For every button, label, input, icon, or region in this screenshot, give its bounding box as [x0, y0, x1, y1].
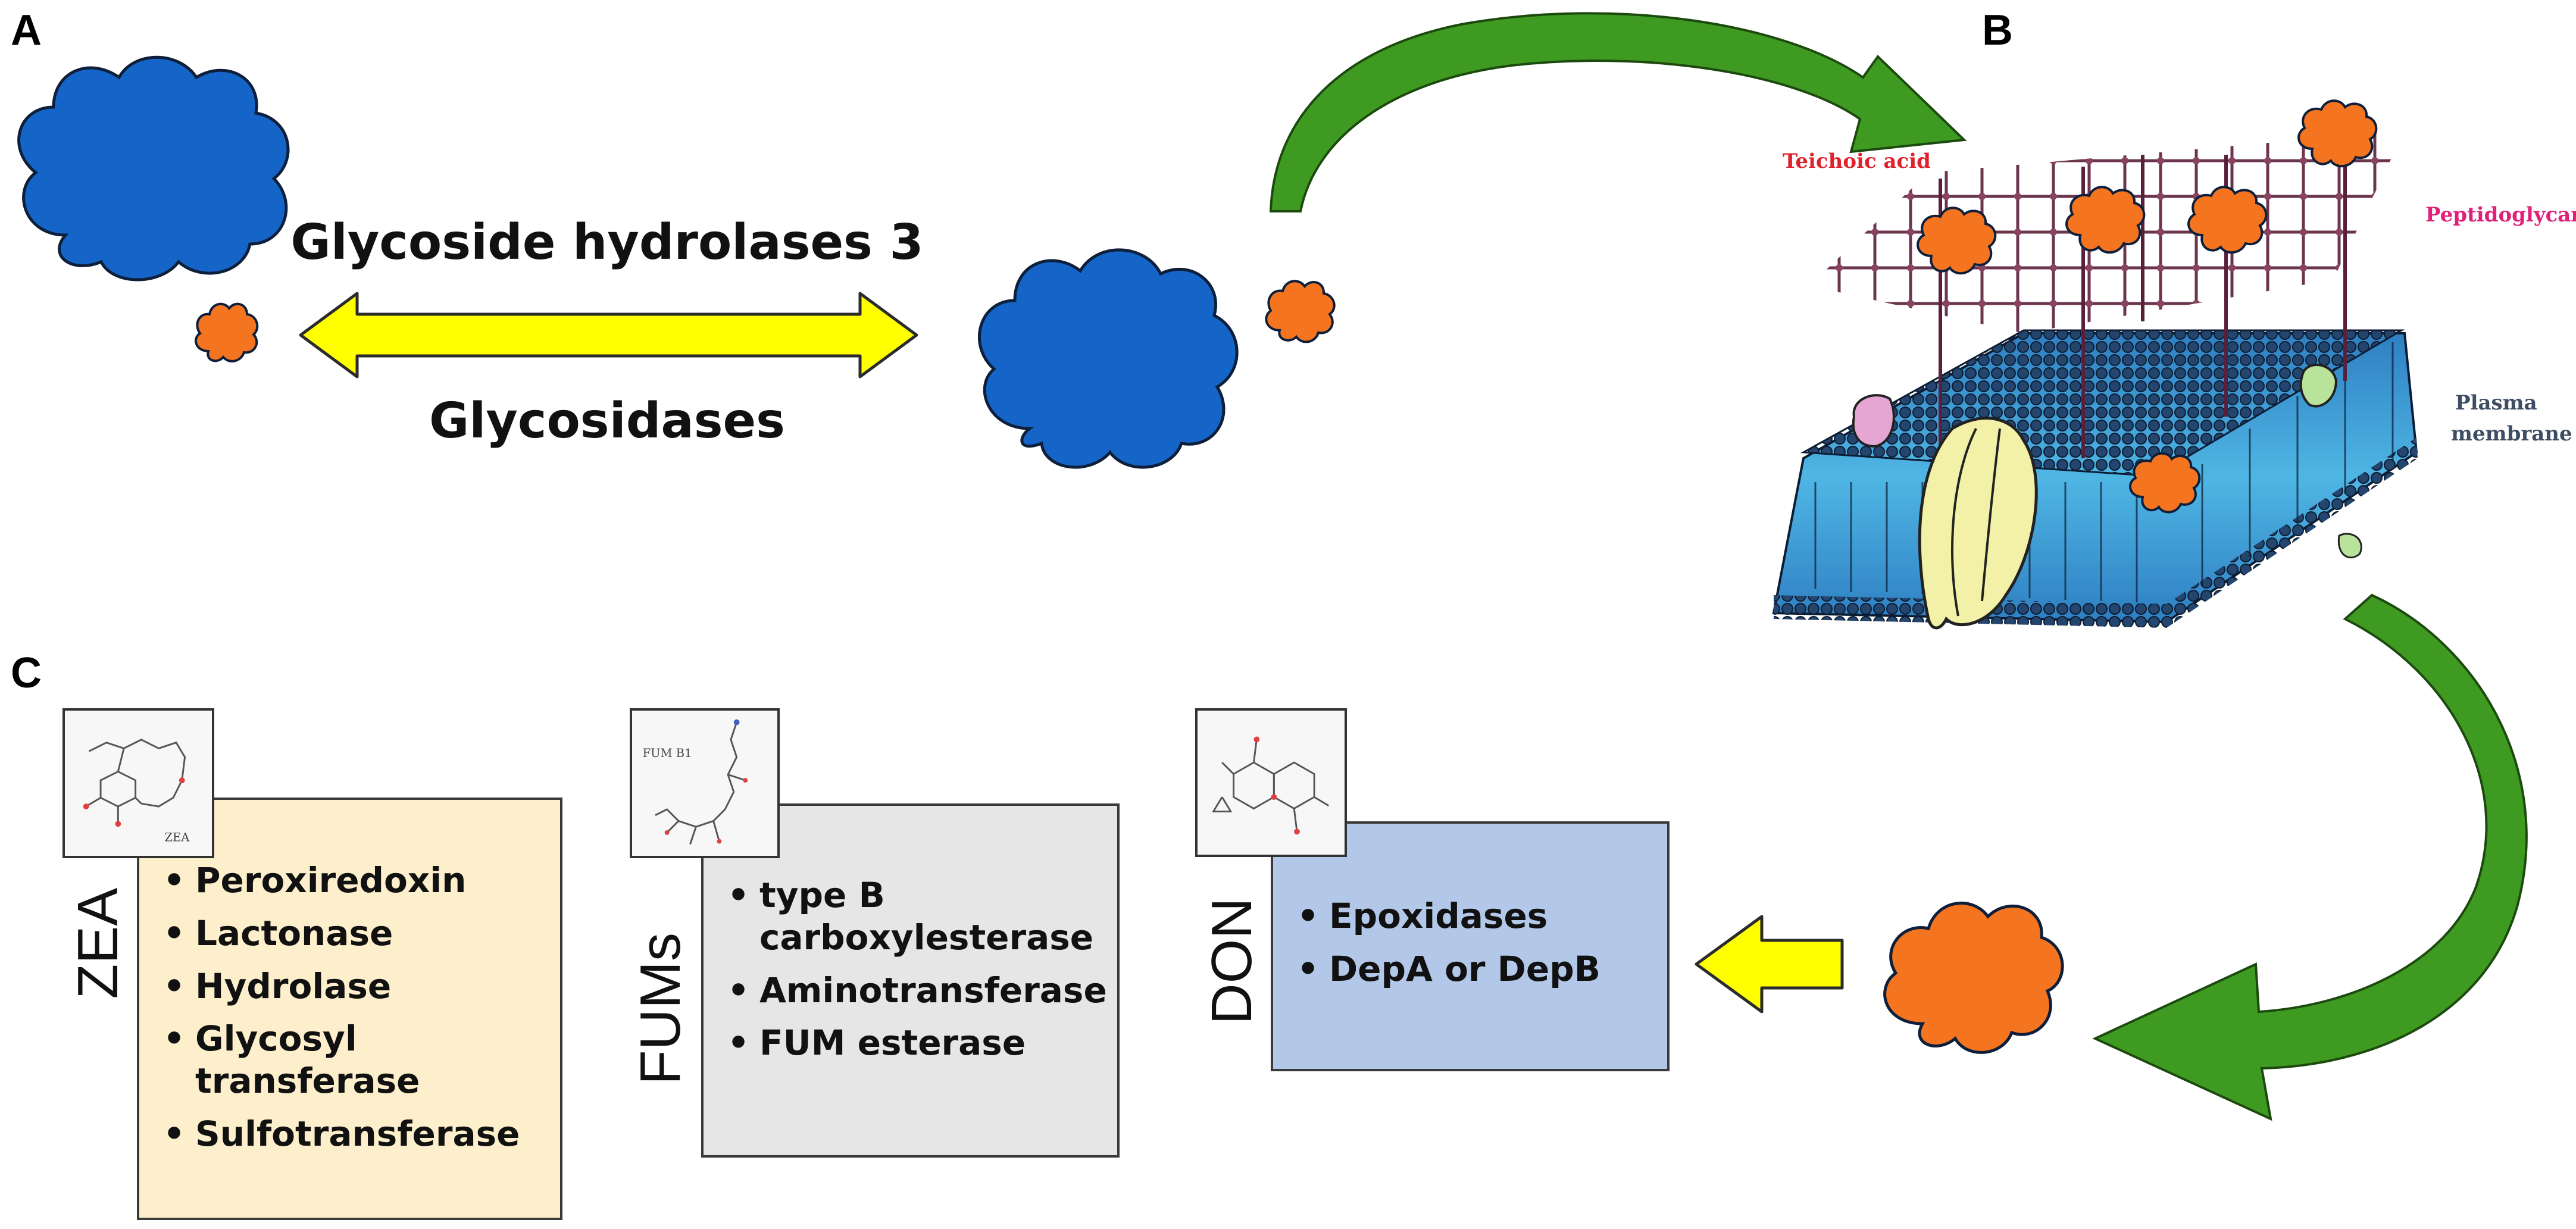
zea-enzyme-box: Peroxiredoxin Lactonase Hydrolase Glycos…: [137, 798, 562, 1220]
list-item: type B carboxylesterase: [727, 874, 1114, 959]
panel-letter-c: C: [11, 649, 42, 697]
green-protein: [2299, 364, 2338, 408]
green-protein-lower: [2337, 533, 2362, 559]
toxin-cloud-large: [1883, 902, 2064, 1054]
don-structure-icon: [1212, 736, 1330, 835]
zea-molecule-caption: ZEA: [164, 831, 190, 845]
cell-wall-illustration: Teichoic acid Peptidoglycan Plasma membr…: [1772, 99, 2576, 630]
fums-label: FUMs: [629, 933, 692, 1085]
wall-bound-toxins: [1917, 99, 2378, 514]
glycoside-hydrolases-label: Glycoside hydrolases 3: [290, 214, 923, 271]
fum-molecule-caption: FUM B1: [643, 746, 692, 760]
list-item: Peroxiredoxin: [163, 859, 544, 902]
zea-molecule-thumbnail: ZEA: [62, 708, 214, 858]
plasma-membrane-label-2: membrane: [2451, 422, 2572, 446]
fum-structure-icon: FUM B1: [643, 719, 748, 845]
toxin-cloud-bound: [195, 302, 259, 362]
don-enzyme-box: Epoxidases DepA or DepB: [1271, 821, 1670, 1071]
enzyme-cloud-bound: [17, 55, 290, 282]
panel-letter-b: B: [1982, 7, 2013, 54]
list-item: Sulfotransferase: [163, 1113, 544, 1155]
list-item: Aminotransferase: [727, 970, 1114, 1012]
don-label: DON: [1200, 897, 1264, 1025]
zea-enzyme-list: Peroxiredoxin Lactonase Hydrolase Glycos…: [163, 859, 544, 1166]
glycosidases-label: Glycosidases: [429, 393, 785, 449]
panel-letter-a: A: [11, 7, 42, 54]
list-item: Glycosyl transferase: [163, 1018, 544, 1102]
toxin-cloud-free: [1265, 280, 1336, 343]
don-enzyme-list: Epoxidases DepA or DepB: [1297, 895, 1666, 1001]
zea-structure-icon: ZEA: [83, 739, 190, 845]
curved-arrow-right: [2092, 593, 2528, 1121]
list-item: Epoxidases: [1297, 895, 1666, 937]
fums-enzyme-list: type B carboxylesterase Aminotransferase…: [727, 874, 1114, 1075]
plasma-membrane-label-1: Plasma: [2455, 391, 2537, 415]
peptidoglycan-label: Peptidoglycan: [2425, 203, 2576, 227]
list-item: DepA or DepB: [1297, 948, 1666, 990]
list-item: Hydrolase: [163, 965, 544, 1008]
left-arrow-yellow: [1695, 915, 1844, 1014]
yellow-channel-protein: [1918, 417, 2038, 630]
list-item: Lactonase: [163, 912, 544, 955]
zea-label: ZEA: [66, 887, 130, 999]
fums-enzyme-box: type B carboxylesterase Aminotransferase…: [701, 803, 1120, 1158]
enzyme-cloud-free: [978, 248, 1239, 469]
teichoic-acid-label: Teichoic acid: [1783, 149, 1931, 173]
don-molecule-thumbnail: [1195, 708, 1347, 857]
double-arrow-yellow: [299, 292, 918, 379]
pink-protein: [1852, 394, 1895, 448]
curved-arrow-top: [1269, 12, 1967, 212]
list-item: FUM esterase: [727, 1022, 1114, 1064]
fum-molecule-thumbnail: FUM B1: [630, 708, 780, 858]
